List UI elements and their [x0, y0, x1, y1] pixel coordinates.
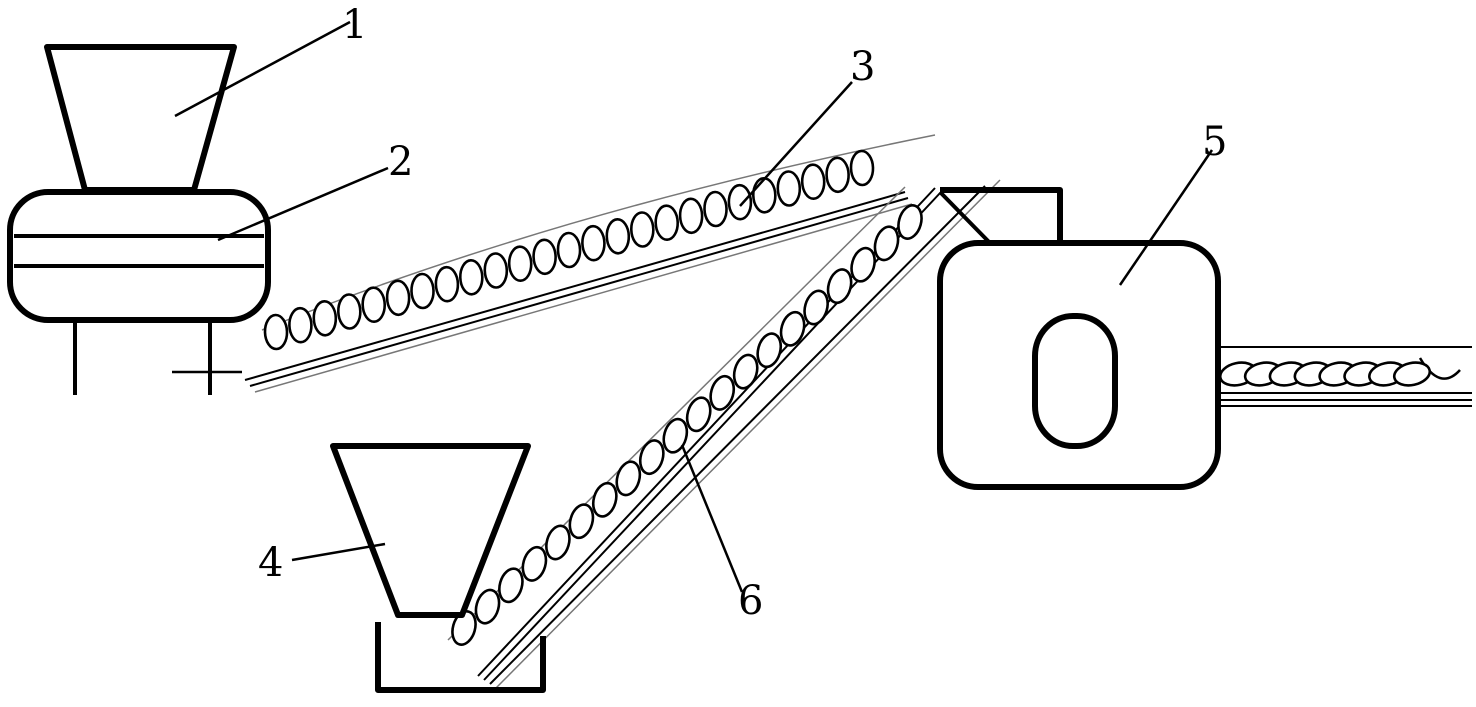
coil-loop — [756, 332, 783, 369]
leader-line-1 — [174, 20, 351, 118]
coil-loop — [709, 374, 736, 411]
screw-conveyor-3 — [244, 134, 936, 393]
leader-line-5 — [1118, 149, 1214, 286]
coil-loop — [532, 238, 557, 276]
output-conveyor-coils — [1218, 361, 1432, 387]
coil-loop — [803, 289, 829, 326]
leader-line-6 — [680, 444, 744, 593]
coil-loop — [361, 286, 387, 323]
coil-loop — [615, 460, 642, 497]
output-conveyor — [1218, 346, 1472, 407]
coil-loop — [776, 170, 802, 207]
coil-loop — [312, 300, 338, 337]
coil-loop — [662, 417, 689, 454]
coil-loop — [556, 231, 582, 269]
coil-loop — [685, 396, 712, 433]
coil-loop — [521, 545, 548, 582]
callout-4: 4 — [258, 540, 283, 586]
coil-loop — [897, 204, 923, 240]
coil-loop — [727, 183, 753, 221]
coil-loop — [591, 481, 618, 518]
coil-loop — [385, 279, 411, 317]
coil-loop — [336, 293, 362, 330]
leader-line-3 — [739, 81, 853, 207]
coil-loop — [873, 225, 900, 262]
machine-5 — [937, 187, 1221, 490]
coil-loop — [410, 272, 435, 310]
conveyor-3-coils — [263, 149, 875, 351]
coil-loop — [850, 246, 876, 283]
coil-loop — [678, 197, 704, 235]
callout-2: 2 — [388, 139, 413, 185]
coil-loop — [825, 156, 850, 194]
screw-conveyor-6 — [447, 179, 1001, 689]
coil-loop — [826, 268, 853, 305]
callout-3: 3 — [850, 44, 875, 90]
callout-6: 6 — [738, 578, 763, 624]
coil-loop — [605, 218, 631, 255]
coil-loop — [849, 149, 875, 187]
feed-hopper-1 — [44, 44, 237, 193]
coil-loop — [800, 163, 826, 200]
coil-loop — [545, 524, 571, 561]
coil-loop — [434, 265, 460, 303]
roller-unit-2 — [7, 189, 271, 395]
coil-loop — [751, 177, 777, 214]
coil-loop — [288, 306, 313, 344]
coil-loop — [654, 204, 680, 241]
callout-1: 1 — [342, 2, 367, 48]
leader-line-2 — [217, 166, 389, 242]
feed-hopper-4 — [330, 443, 546, 693]
coil-loop — [451, 610, 477, 646]
coil-loop — [779, 310, 806, 347]
coil-loop — [263, 313, 289, 351]
coil-loop — [703, 190, 728, 228]
coil-loop — [458, 259, 484, 296]
coil-loop — [581, 224, 606, 262]
coil-loop — [568, 503, 595, 540]
coil-loop — [507, 245, 533, 282]
conveyor-6-coils — [451, 204, 923, 646]
coil-loop — [732, 353, 759, 390]
coil-loop — [629, 211, 655, 248]
coil-loop — [474, 588, 501, 625]
leader-line-4 — [291, 542, 386, 562]
coil-loop — [483, 252, 509, 289]
coil-loop — [638, 439, 665, 476]
coil-loop — [498, 567, 524, 604]
callout-5: 5 — [1202, 119, 1227, 165]
coil-loop — [1392, 361, 1432, 387]
